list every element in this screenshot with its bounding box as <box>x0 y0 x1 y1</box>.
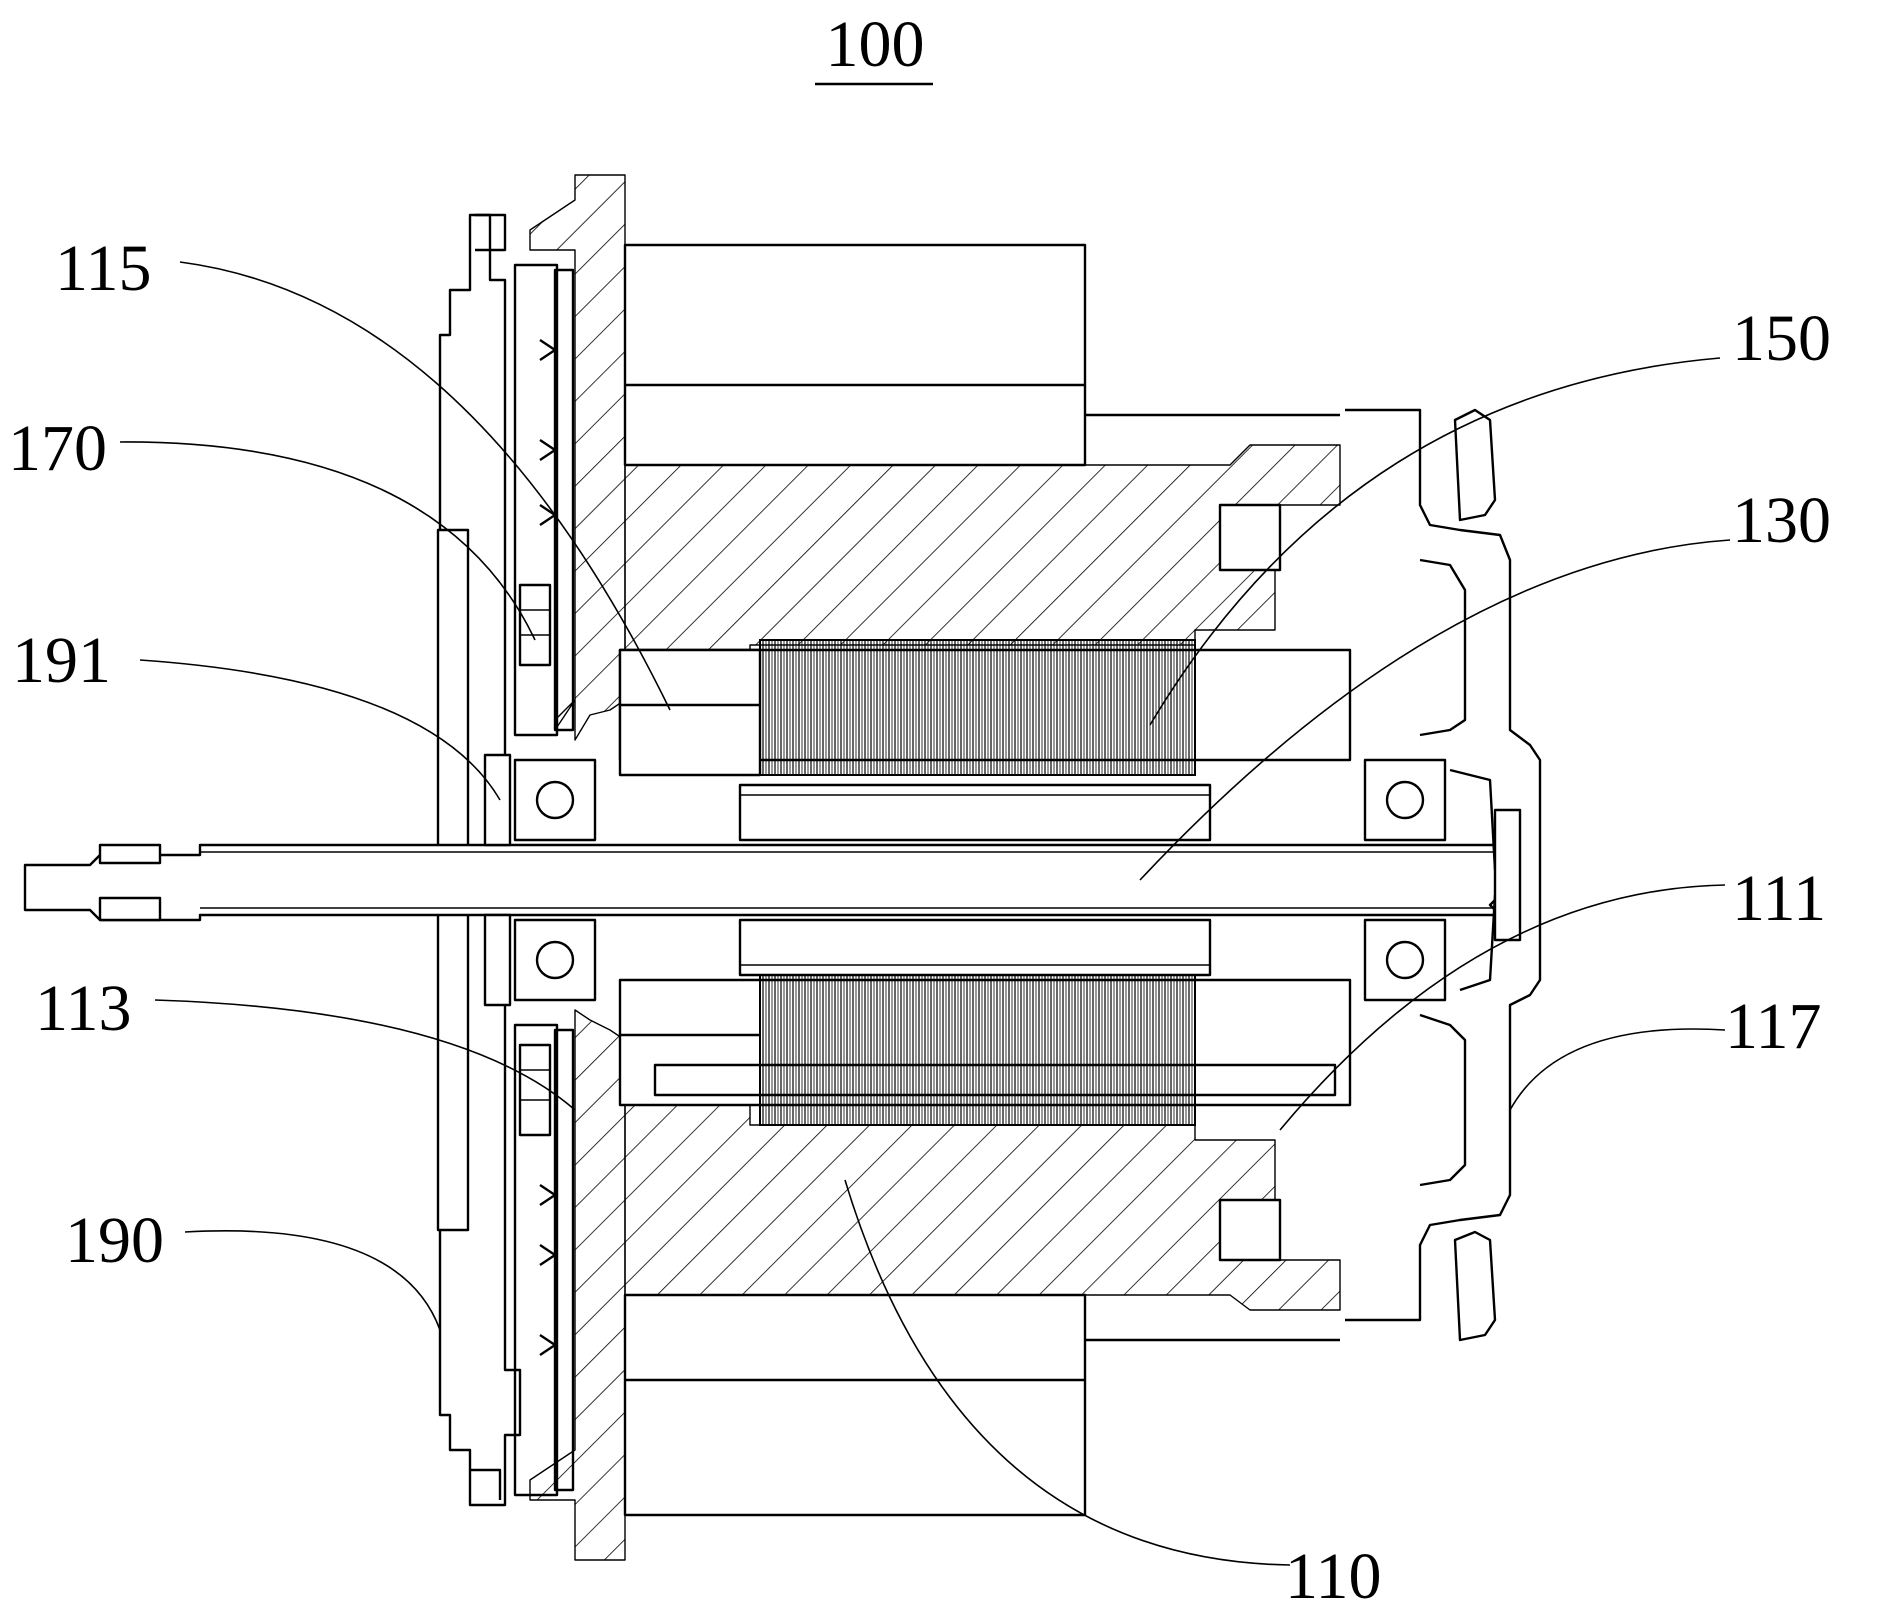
label-117: 117 <box>1725 990 1822 1063</box>
label-110: 110 <box>1285 1540 1382 1613</box>
rotor <box>738 783 1212 977</box>
stator <box>618 639 1352 1126</box>
label-170: 170 <box>8 412 107 485</box>
pcb-left <box>513 263 575 1497</box>
front-bearing <box>483 753 597 1007</box>
reference-numerals: 115 150 170 130 191 111 113 117 190 110 <box>8 232 1831 1613</box>
label-150: 150 <box>1732 302 1831 375</box>
label-130: 130 <box>1732 484 1831 557</box>
rear-cover <box>1345 408 1542 1342</box>
label-115: 115 <box>55 232 152 305</box>
label-111: 111 <box>1732 862 1826 935</box>
label-190: 190 <box>65 1204 164 1277</box>
leader-lines <box>119 261 1731 1566</box>
shaft <box>23 843 1502 922</box>
label-191: 191 <box>12 624 111 697</box>
figure-number: 100 <box>826 8 925 81</box>
rear-bearing <box>1363 758 1447 1002</box>
front-end-plate <box>529 174 646 1561</box>
housing <box>623 243 1341 1517</box>
label-113: 113 <box>35 972 132 1045</box>
